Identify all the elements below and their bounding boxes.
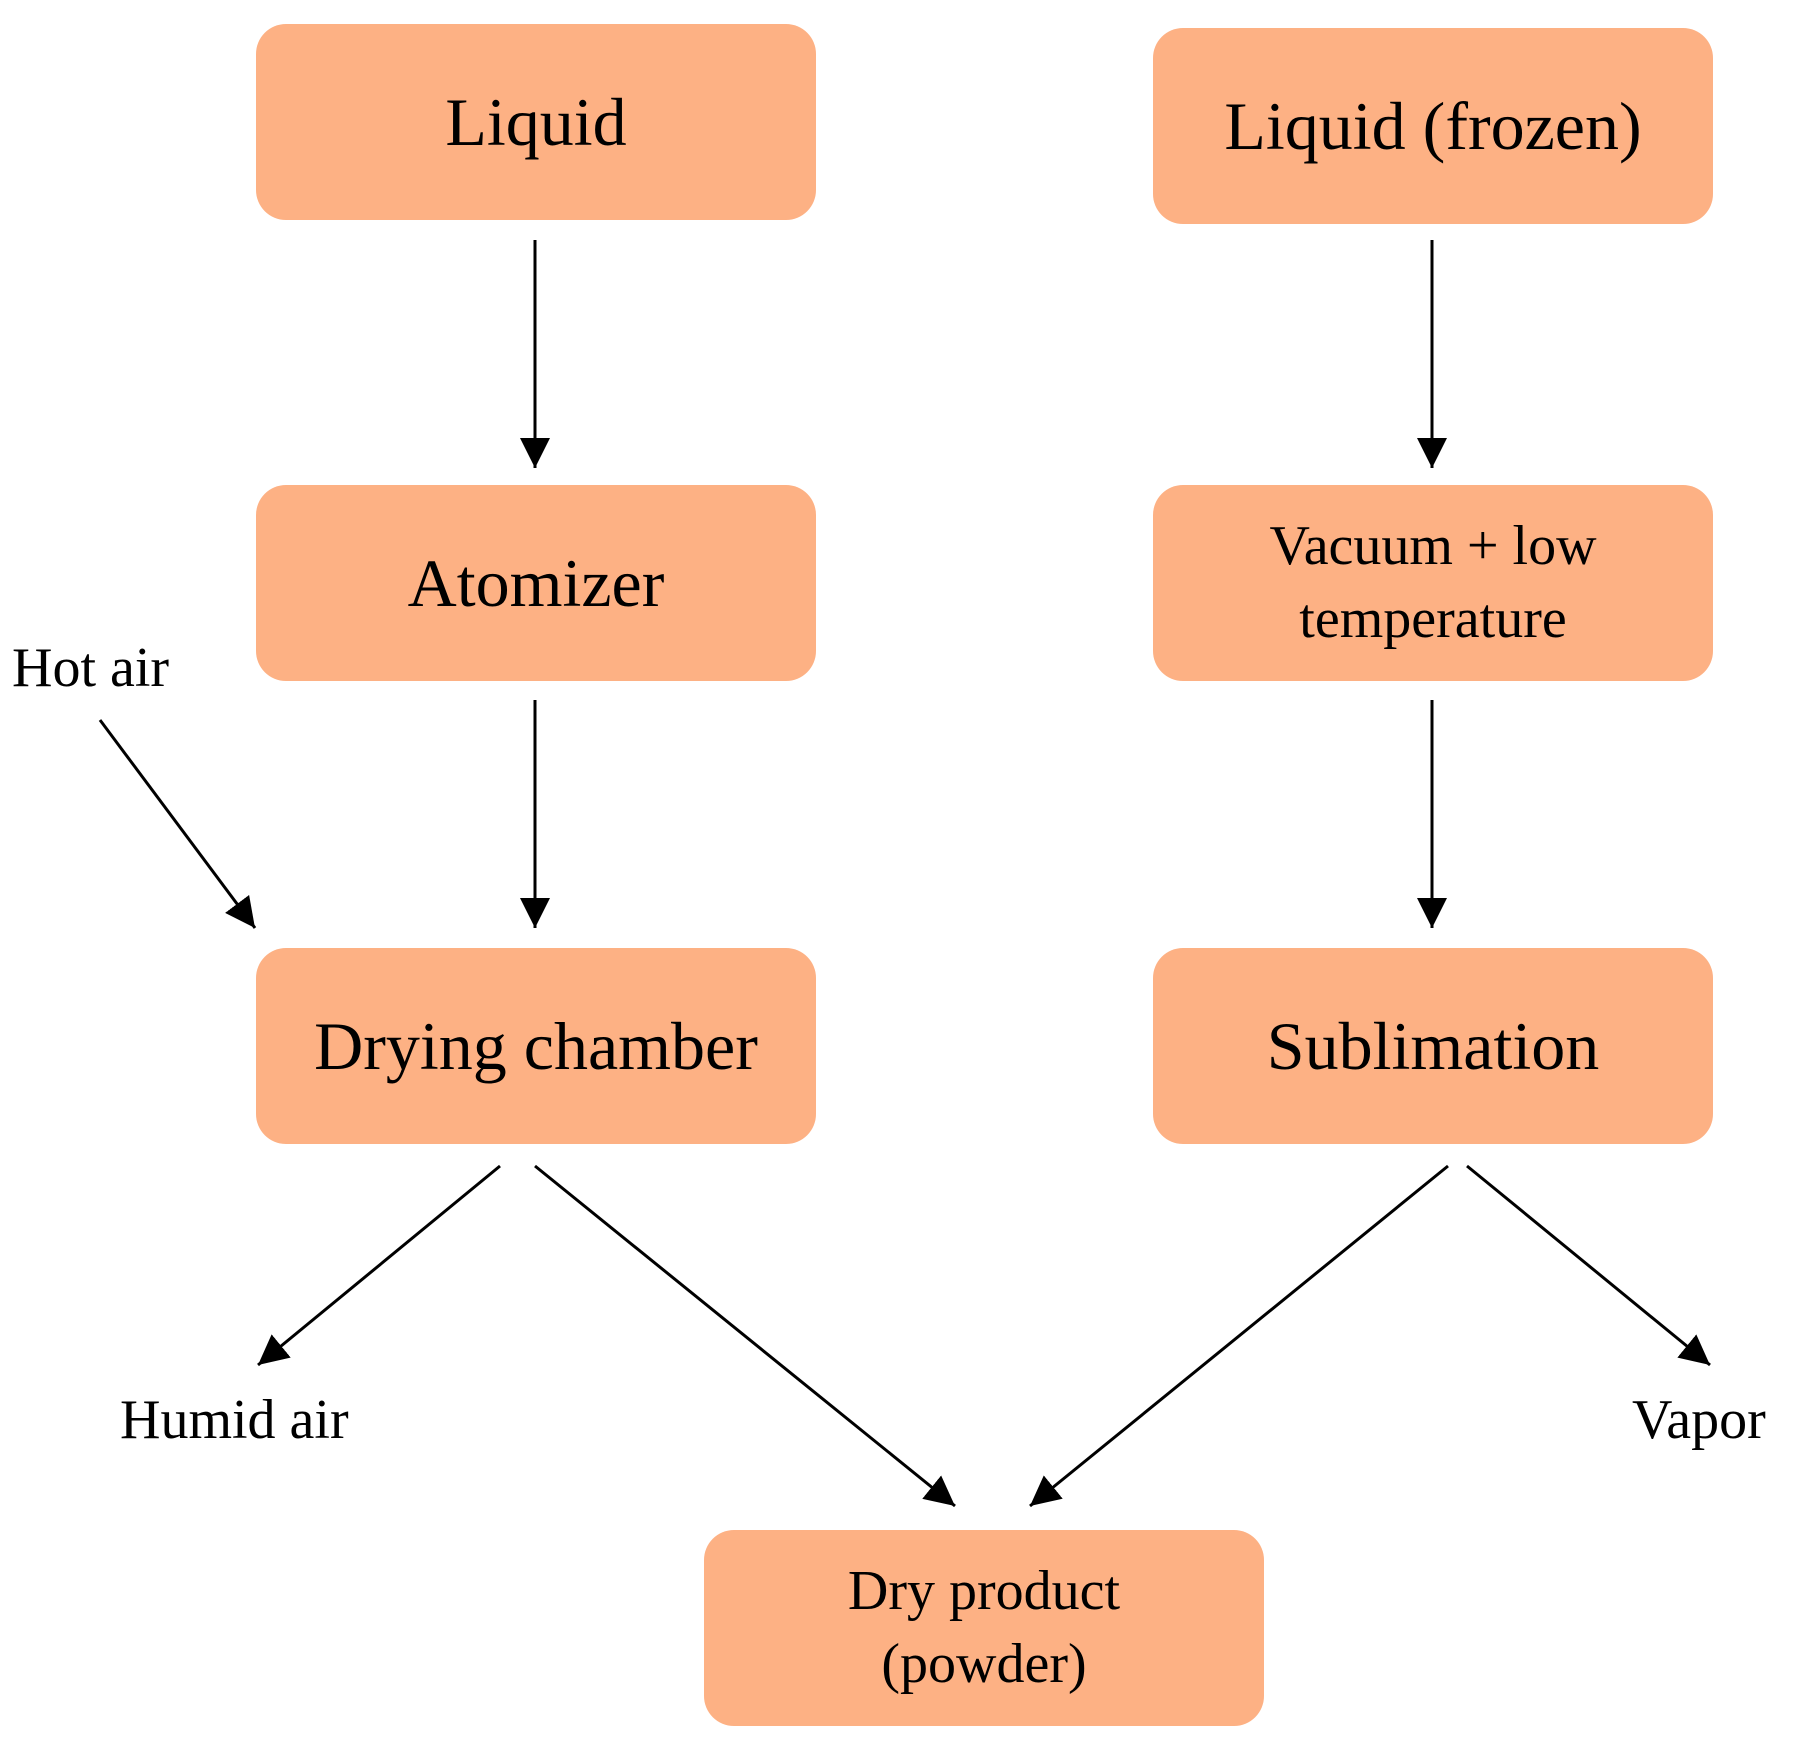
label-humid-air: Humid air	[120, 1389, 349, 1451]
arrow-sublimation-to-vapor	[1466, 1164, 1711, 1367]
node-dry-product: Dry product (powder)	[704, 1530, 1264, 1726]
label-hot-air: Hot air	[12, 637, 170, 699]
node-vacuum-label-line2: temperature	[1299, 588, 1567, 650]
arrow-hot-air-to-drying-chamber	[98, 719, 257, 929]
label-vapor: Vapor	[1632, 1389, 1766, 1451]
node-liquid-label: Liquid	[445, 83, 627, 160]
node-atomizer-label: Atomizer	[407, 544, 665, 621]
node-vacuum-low-temperature: Vacuum + low temperature	[1153, 485, 1713, 681]
node-atomizer: Atomizer	[256, 485, 816, 681]
node-sublimation-label: Sublimation	[1266, 1007, 1600, 1084]
node-dry-product-label-line1: Dry product	[847, 1560, 1121, 1623]
node-vacuum-label-line1: Vacuum + low	[1269, 515, 1597, 578]
node-liquid-frozen: Liquid (frozen)	[1153, 28, 1713, 224]
node-liquid: Liquid	[256, 24, 816, 220]
node-drying-chamber-label: Drying chamber	[314, 1007, 758, 1084]
node-liquid-frozen-label: Liquid (frozen)	[1224, 87, 1642, 164]
node-sublimation: Sublimation	[1153, 948, 1713, 1144]
arrow-drying-chamber-to-humid-air	[257, 1164, 501, 1367]
arrow-sublimation-to-dry-product	[1029, 1164, 1449, 1508]
arrow-drying-chamber-to-dry-product	[534, 1164, 956, 1508]
node-drying-chamber: Drying chamber	[256, 948, 816, 1144]
node-dry-product-label-line2: (powder)	[881, 1633, 1087, 1695]
